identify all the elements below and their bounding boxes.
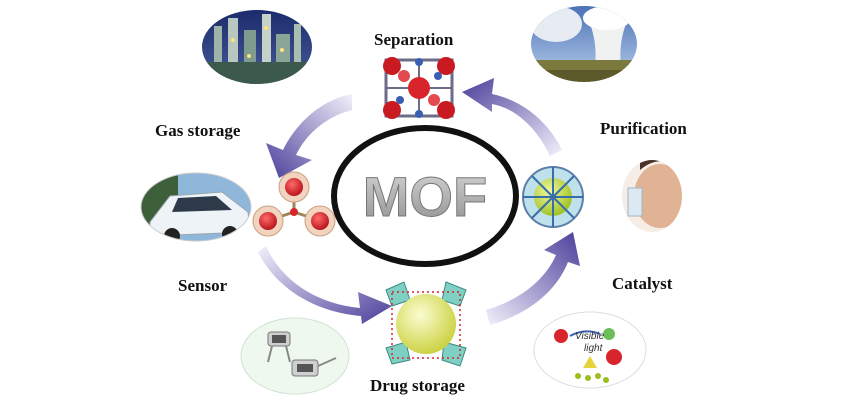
- catalyst-inset-visible-text: Visible: [575, 331, 605, 342]
- gas-storage-molecule: [252, 171, 336, 237]
- car-photo: [140, 172, 252, 242]
- cooling-tower-photo: [531, 6, 637, 82]
- purification-framework: [522, 166, 584, 228]
- catalyst-inset-light-text: light: [584, 343, 603, 354]
- mof-center-ring: [331, 125, 519, 267]
- arrow-separation-to-gas-storage: [266, 94, 352, 178]
- catalyst-inset: [533, 311, 647, 389]
- label-catalyst: Catalyst: [612, 274, 673, 293]
- drug-storage-framework: [385, 281, 467, 367]
- label-separation: Separation: [374, 30, 454, 49]
- arrow-drug-storage-to-catalyst: [486, 232, 580, 325]
- arrow-purification-to-separation: [462, 78, 562, 156]
- sensor-photo: [240, 317, 350, 395]
- label-sensor: Sensor: [178, 276, 228, 295]
- mof-center-text: MOF: [363, 165, 487, 228]
- label-gas-storage: Gas storage: [155, 121, 241, 140]
- label-drug-storage: Drug storage: [370, 376, 465, 395]
- drinking-water-photo: [622, 160, 682, 232]
- label-purification: Purification: [600, 119, 687, 138]
- refinery-photo: [202, 10, 312, 84]
- separation-molecule: [383, 57, 455, 119]
- arrow-sensor-to-drug-storage: [258, 246, 392, 324]
